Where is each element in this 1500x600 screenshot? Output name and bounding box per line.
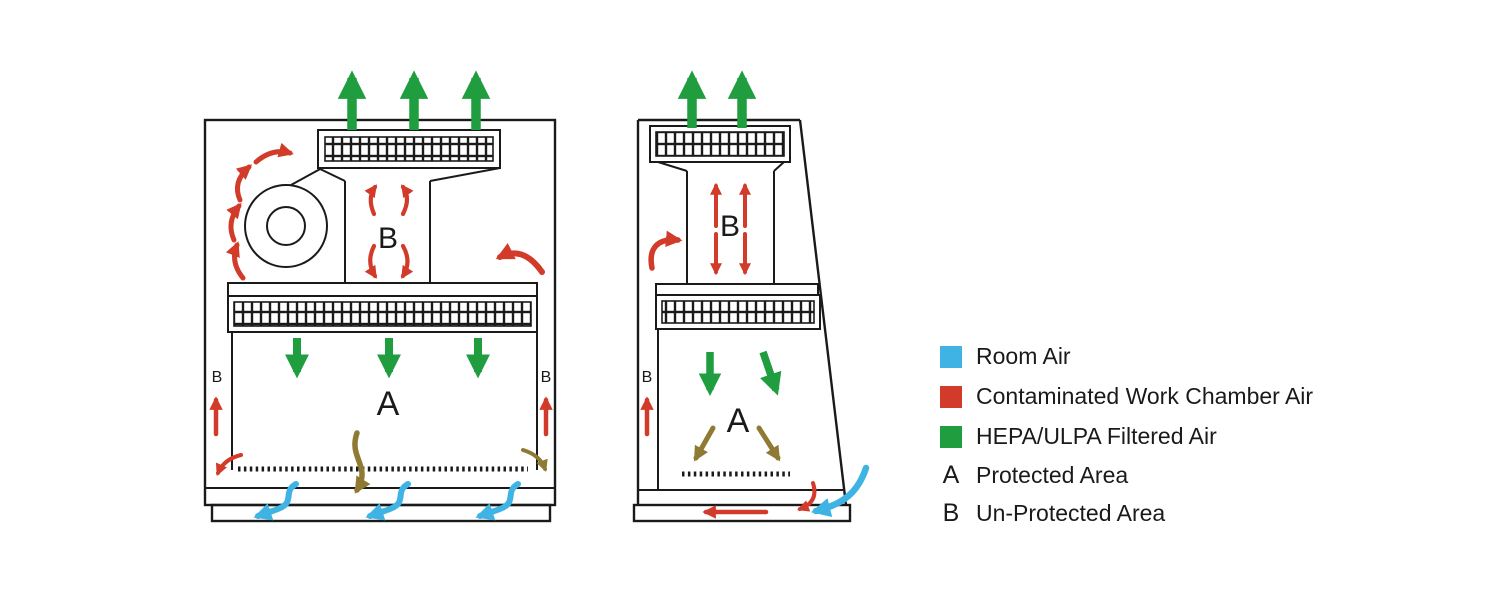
blower-housing-icon bbox=[244, 184, 328, 268]
supply-filter-frame bbox=[227, 295, 538, 333]
supply-filter-frame bbox=[655, 294, 821, 330]
right-channel-label: B bbox=[541, 369, 552, 386]
filtered-air-swatch bbox=[940, 426, 962, 448]
mixed-air-arrow bbox=[352, 430, 371, 494]
legend: Room Air Contaminated Work Chamber Air H… bbox=[940, 343, 1313, 527]
left-channel-label: B bbox=[642, 369, 653, 386]
legend-label-protected-area: Protected Area bbox=[976, 462, 1128, 488]
plenum-funnel-left bbox=[317, 167, 346, 182]
contaminated-air-arrow bbox=[796, 481, 817, 512]
legend-symbol-a: A bbox=[943, 461, 960, 489]
contaminated-air-arrow bbox=[495, 243, 545, 275]
contaminated-air-swatch bbox=[940, 386, 962, 408]
contaminated-air-arrow bbox=[400, 184, 414, 217]
room-air-arrow bbox=[475, 481, 521, 521]
supply-filter-media bbox=[661, 300, 815, 324]
chamber-b-label: B bbox=[720, 210, 740, 243]
exhaust-filter-frame bbox=[649, 125, 791, 163]
blower-outlet-line bbox=[290, 167, 323, 186]
contaminated-air-arrow bbox=[648, 230, 683, 271]
legend-label-filtered-air: HEPA/ULPA Filtered Air bbox=[976, 423, 1217, 449]
filtered-air-down-arrow bbox=[759, 350, 782, 396]
legend-label-contaminated-air: Contaminated Work Chamber Air bbox=[976, 383, 1313, 409]
mixed-air-arrow bbox=[521, 448, 548, 473]
cabinet-base bbox=[632, 503, 852, 523]
room-air-arrow bbox=[365, 481, 411, 521]
plenum-funnel-right bbox=[429, 167, 501, 182]
exhaust-filter-frame bbox=[317, 129, 501, 169]
chamber-b-label: B bbox=[378, 222, 398, 255]
blower-hub-icon bbox=[266, 206, 306, 246]
contaminated-air-arrow bbox=[235, 164, 252, 203]
side-view-diagram: B A B bbox=[632, 70, 870, 523]
room-air-arrow bbox=[810, 464, 870, 517]
room-air-swatch bbox=[940, 346, 962, 368]
contaminated-air-arrow bbox=[364, 243, 378, 279]
contaminated-air-arrow bbox=[364, 184, 378, 217]
mixed-air-arrow bbox=[693, 425, 716, 462]
chamber-a-label: A bbox=[727, 402, 750, 440]
legend-label-room-air: Room Air bbox=[976, 343, 1071, 369]
contaminated-air-arrow bbox=[215, 453, 243, 476]
chamber-a-label: A bbox=[377, 385, 400, 423]
contaminated-air-arrow bbox=[225, 241, 246, 281]
room-air-arrow bbox=[253, 481, 299, 521]
plenum-funnel-right bbox=[773, 161, 785, 172]
left-channel-label: B bbox=[212, 369, 223, 386]
supply-filter-media bbox=[233, 301, 532, 327]
exhaust-filter-media bbox=[655, 131, 785, 157]
supply-plenum bbox=[655, 283, 819, 296]
supply-plenum bbox=[227, 282, 538, 297]
contaminated-air-arrow bbox=[400, 243, 414, 279]
contaminated-air-arrow bbox=[253, 142, 294, 165]
exhaust-filter-media bbox=[324, 136, 494, 162]
mixed-air-arrow bbox=[756, 425, 781, 462]
cabinet-sash-slant bbox=[798, 119, 848, 506]
front-view-diagram: B A B B bbox=[203, 70, 557, 523]
legend-symbol-b: B bbox=[943, 499, 960, 527]
plenum-funnel-left bbox=[657, 161, 688, 172]
legend-label-unprotected-area: Un-Protected Area bbox=[976, 500, 1165, 526]
contaminated-air-arrow bbox=[226, 202, 242, 243]
